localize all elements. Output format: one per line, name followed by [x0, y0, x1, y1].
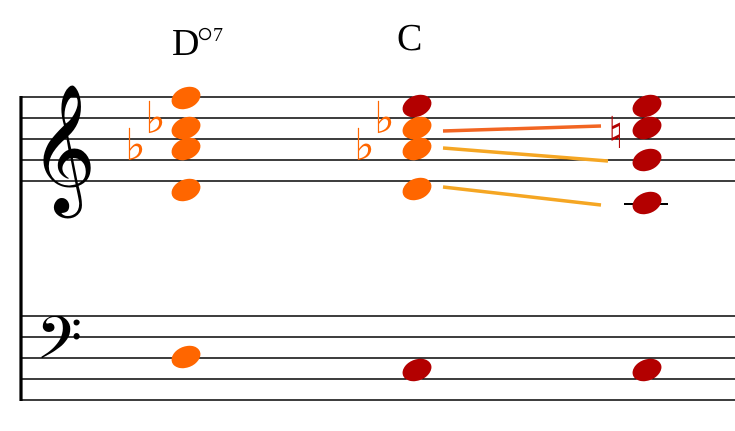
- flat-icon: ♭: [145, 93, 166, 144]
- notehead: [171, 178, 201, 202]
- natural-icon: ♮: [608, 108, 624, 159]
- notehead: [632, 191, 662, 215]
- notehead: [402, 116, 432, 140]
- notehead: [632, 116, 662, 140]
- chord-2: ♭ ♭: [354, 93, 432, 382]
- voice-line: [442, 185, 602, 207]
- diminished-circle-icon: [198, 27, 212, 41]
- notehead: [171, 345, 201, 369]
- chord-symbol-2-root: C: [397, 17, 422, 59]
- chord-symbol-1-seventh: 7: [213, 24, 223, 46]
- voice-line: [442, 124, 602, 133]
- notehead: [171, 137, 201, 161]
- chord-symbol-2: C: [397, 17, 422, 59]
- flat-icon: ♭: [374, 93, 395, 144]
- notehead: [402, 358, 432, 382]
- notehead: [171, 116, 201, 140]
- bass-staff: [20, 315, 735, 401]
- chord-3: ♮: [608, 94, 668, 382]
- bass-clef-icon: 𝄢: [36, 303, 82, 387]
- flat-icon: ♭: [125, 120, 146, 171]
- notehead: [632, 94, 662, 118]
- voice-line: [442, 146, 609, 163]
- chord-symbol-1: D 7: [172, 22, 223, 64]
- flat-icon: ♭: [354, 120, 375, 171]
- notehead: [402, 137, 432, 161]
- chord-symbol-1-root: D: [172, 22, 199, 64]
- treble-staff: [20, 96, 735, 182]
- notehead: [632, 148, 662, 172]
- notehead: [171, 86, 201, 110]
- treble-clef-icon: 𝄞: [30, 83, 96, 219]
- notehead: [632, 358, 662, 382]
- voice-leading-lines: [442, 124, 609, 207]
- notehead: [402, 94, 432, 118]
- notehead: [402, 177, 432, 201]
- chord-1: ♭ ♭: [125, 86, 201, 369]
